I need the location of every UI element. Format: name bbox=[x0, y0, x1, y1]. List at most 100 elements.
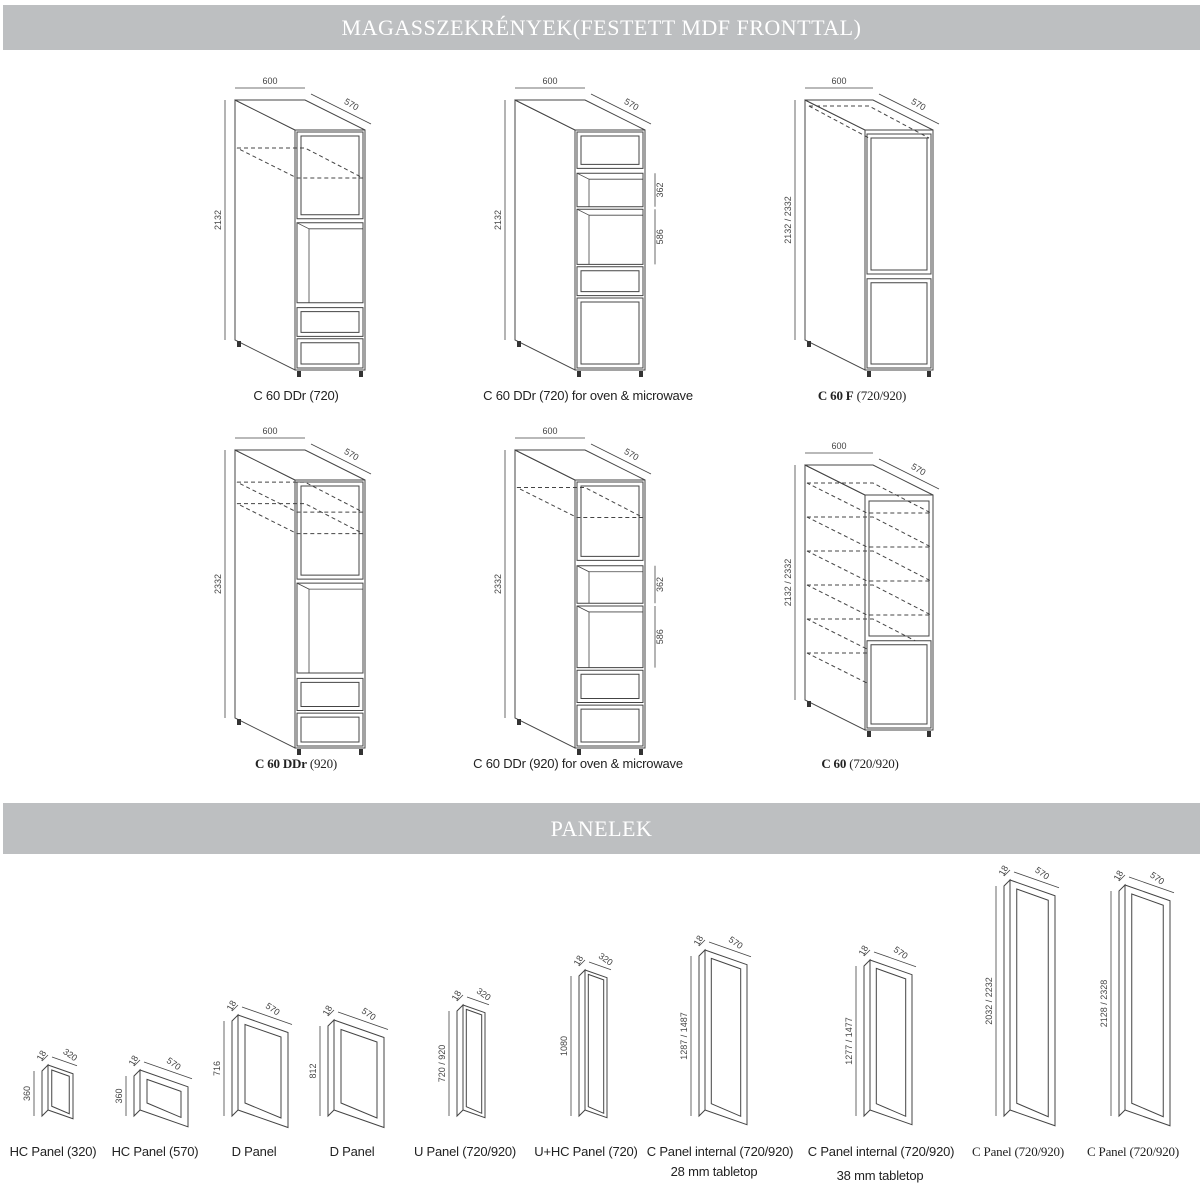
panel-frame-inner bbox=[51, 1069, 70, 1115]
panel-caption-7: C Panel internal (720/920) bbox=[646, 1144, 794, 1159]
cabinet-shelf-dashed bbox=[806, 516, 932, 548]
cabinet-leg bbox=[517, 719, 521, 725]
panel-depth-label: 320 bbox=[61, 1046, 79, 1063]
cabinet-drawer-2 bbox=[296, 712, 364, 747]
cabinet-lower-door-inner bbox=[870, 644, 928, 725]
panel-thickness-label: 18 bbox=[321, 1004, 335, 1018]
cabinet-caption-6-size: (720/920) bbox=[846, 756, 899, 771]
cabinet-leg bbox=[639, 371, 643, 377]
panel-face bbox=[869, 959, 913, 1126]
cabinet-leg bbox=[807, 701, 811, 707]
dim-depth-line bbox=[878, 458, 940, 490]
cabinet-drawer-1 bbox=[576, 669, 644, 703]
panel-height-label: 812 bbox=[308, 1063, 318, 1078]
panel-edge bbox=[133, 1068, 141, 1118]
cabinet-fridge-lower-door-inner bbox=[870, 282, 928, 365]
cabinet-drawer-1-inner bbox=[300, 681, 360, 707]
cabinet-oven-opening bbox=[576, 605, 644, 669]
cabinet-microwave-opening bbox=[576, 565, 644, 604]
cabinet-oven-opening-depth bbox=[576, 208, 590, 216]
panel-depth-dim bbox=[241, 1006, 293, 1025]
panel-frame-inner bbox=[875, 967, 907, 1118]
panel-thickness-dim bbox=[133, 1059, 141, 1067]
cabinet-shelf-dashed bbox=[806, 584, 932, 616]
panel-face bbox=[333, 1019, 385, 1129]
cabinet-fridge-upper-door bbox=[866, 133, 932, 275]
panel-caption-4: D Panel bbox=[329, 1144, 375, 1159]
cabinet-side-panel bbox=[514, 449, 576, 749]
cabinet-drawer-1 bbox=[296, 677, 364, 711]
cabinet-shelf-dashed bbox=[806, 618, 932, 650]
panel-frame-inner bbox=[465, 1008, 483, 1115]
panel-depth-label: 320 bbox=[597, 951, 615, 968]
panel-depth-label: 570 bbox=[1148, 870, 1166, 887]
panel-thickness-label: 18 bbox=[127, 1054, 141, 1068]
panel-height-label: 2128 / 2328 bbox=[1099, 980, 1109, 1028]
dim-depth-line bbox=[310, 443, 372, 475]
panel-height-label: 1080 bbox=[559, 1036, 569, 1056]
panel-depth-dim bbox=[51, 1056, 78, 1067]
panel-frame-inner bbox=[710, 957, 742, 1118]
dim-depth-line bbox=[878, 93, 940, 125]
cabinet-upper-door-inner bbox=[300, 135, 360, 216]
section-title-tall-cabinets: MAGASSZEKRÉNYEK(FESTETT MDF FRONTTAL) bbox=[3, 5, 1200, 50]
dim-lower-label: 586 bbox=[655, 229, 665, 244]
panel-thickness-label: 18 bbox=[1112, 869, 1126, 883]
panel-thickness-label: 18 bbox=[572, 954, 586, 968]
panel-thickness-label: 18 bbox=[225, 999, 239, 1013]
cabinet-leg bbox=[867, 371, 871, 377]
cabinet-drawer-1 bbox=[296, 307, 364, 337]
cabinet-caption-5: C 60 DDr (920) for oven & microwave bbox=[473, 756, 683, 771]
dim-depth-line bbox=[310, 93, 372, 125]
panel-edge bbox=[327, 1018, 335, 1118]
panel-6: 1080 18 320 bbox=[559, 951, 615, 1119]
cabinet-microwave-opening bbox=[576, 172, 644, 208]
panel-frame-inner bbox=[244, 1023, 282, 1119]
panel-face bbox=[704, 949, 748, 1126]
cabinet-appliance-opening bbox=[296, 222, 364, 304]
panel-caption-8: C Panel internal (720/920) bbox=[807, 1144, 955, 1159]
dim-height-label: 2132 bbox=[213, 210, 223, 230]
panel-depth-dim bbox=[873, 951, 917, 968]
cabinet-top-dashed bbox=[808, 105, 930, 139]
dim-depth-label: 570 bbox=[909, 461, 927, 477]
dim-depth-label: 570 bbox=[342, 96, 360, 112]
panel-height-label: 1287 / 1487 bbox=[679, 1012, 689, 1060]
panel-height-label: 720 / 920 bbox=[437, 1045, 447, 1083]
cabinet-shelf-dashed-2 bbox=[236, 481, 364, 513]
panel-depth-dim bbox=[337, 1011, 389, 1030]
panel-face bbox=[139, 1069, 189, 1128]
cabinet-leg bbox=[577, 371, 581, 377]
dim-width-label: 600 bbox=[542, 76, 557, 86]
panel-caption-8b: 38 mm tabletop bbox=[836, 1168, 924, 1183]
cabinet-leg bbox=[577, 749, 581, 755]
cabinet-shelf-dashed bbox=[236, 147, 364, 179]
panel-face bbox=[462, 1004, 486, 1119]
cabinet-drawer-1 bbox=[576, 266, 644, 297]
cabinet-oven-opening bbox=[576, 208, 644, 265]
cabinet-svg-1: 600 570 2132 bbox=[213, 76, 372, 377]
panel-thickness-dim bbox=[578, 959, 586, 967]
panel-face bbox=[1009, 879, 1056, 1127]
panel-edge bbox=[698, 948, 706, 1118]
panel-edge bbox=[863, 958, 871, 1118]
cabinet-caption-4-size: (920) bbox=[306, 756, 338, 771]
cabinet-leg bbox=[927, 731, 931, 737]
panel-thickness-dim bbox=[231, 1004, 239, 1012]
dim-height-label: 2132 bbox=[493, 210, 503, 230]
panel-caption-6: U+HC Panel (720) bbox=[534, 1144, 638, 1159]
panel-face bbox=[1124, 884, 1171, 1127]
cabinet-leg bbox=[517, 341, 521, 347]
cabinet-leg bbox=[297, 749, 301, 755]
panel-height-label: 716 bbox=[212, 1061, 222, 1076]
cabinet-oven-opening-depth bbox=[576, 605, 590, 613]
cabinet-shelf-dashed bbox=[516, 487, 644, 519]
dim-width-label: 600 bbox=[262, 76, 277, 86]
cabinet-drawer-2 bbox=[296, 338, 364, 369]
